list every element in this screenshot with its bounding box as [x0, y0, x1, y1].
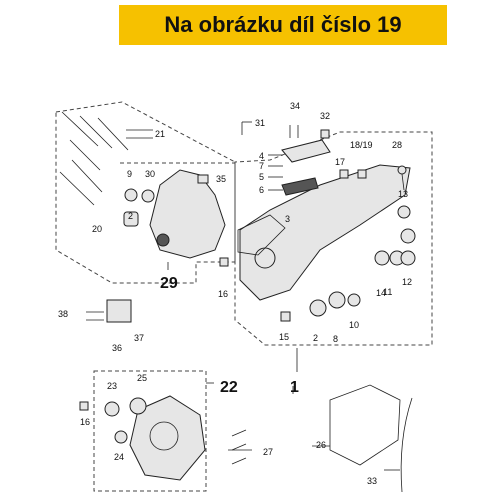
crankcase-bore	[254, 247, 276, 269]
callout-22: 22	[220, 379, 238, 396]
callout-9: 9	[127, 169, 132, 179]
leader-lines	[167, 121, 400, 471]
callout-16-cover: 16	[80, 417, 90, 427]
pin-17	[339, 169, 349, 179]
callout-3: 3	[285, 214, 290, 224]
intake-cover-4	[281, 139, 331, 163]
callout-23: 23	[107, 381, 117, 391]
callout-15: 15	[279, 332, 289, 342]
callout-18-19: 18/19	[350, 140, 373, 150]
callout-11: 11	[383, 287, 392, 297]
callout-17: 17	[335, 157, 345, 167]
reed-block-6	[281, 177, 319, 196]
gasket-3	[237, 214, 286, 256]
gasket-26	[329, 384, 401, 466]
bearing-30	[141, 189, 155, 203]
bearing-8	[328, 291, 346, 309]
callout-30: 30	[145, 169, 155, 179]
main-crankcase	[239, 164, 411, 301]
pin-16-cover	[79, 401, 89, 411]
callout-34: 34	[290, 101, 300, 111]
callout-20: 20	[92, 224, 102, 234]
seal-13	[397, 205, 411, 219]
bearing-9	[124, 188, 138, 202]
callout-21: 21	[155, 129, 165, 139]
left-crankcase-half	[149, 169, 226, 259]
callout-5: 5	[259, 172, 264, 182]
pin-16-main	[219, 257, 229, 267]
bearing-2-left	[123, 211, 139, 227]
callout-31: 31	[255, 118, 265, 128]
callout-2-right: 2	[313, 333, 318, 343]
group-outline-crankcase-main	[234, 131, 433, 346]
group-outline-cover	[93, 370, 207, 492]
callout-33: 33	[367, 476, 377, 486]
bearing-25	[129, 397, 147, 415]
callout-25: 25	[137, 373, 147, 383]
callout-38: 38	[58, 309, 68, 319]
callout-1: 1	[290, 379, 299, 396]
bolt-28-head	[397, 165, 407, 175]
callout-37: 37	[134, 333, 144, 343]
crank-seal-left	[156, 233, 170, 247]
callout-26: 26	[316, 440, 326, 450]
callout-6: 6	[259, 185, 264, 195]
banner-text: Na obrázku díl číslo 19	[164, 12, 402, 37]
pin-18-19	[357, 169, 367, 179]
seal-10	[347, 293, 361, 307]
callout-14: 14	[376, 288, 386, 298]
callout-16-main: 16	[218, 289, 228, 299]
callout-2-left: 2	[128, 211, 133, 221]
fitting-32	[320, 129, 330, 139]
callout-13: 13	[398, 189, 408, 199]
cover-37	[106, 299, 132, 323]
bushing-15	[280, 311, 291, 322]
callout-10a: 10	[349, 320, 359, 330]
dipstick-33	[400, 397, 413, 493]
bearing-12	[400, 250, 416, 266]
callout-4: 4	[259, 151, 264, 161]
callout-24: 24	[114, 452, 124, 462]
bearing-2-right	[309, 299, 327, 317]
callout-32: 32	[320, 111, 330, 121]
long-bolts-group	[59, 111, 129, 206]
callout-8: 8	[333, 334, 338, 344]
bearing-23	[104, 401, 120, 417]
callout-35: 35	[216, 174, 226, 184]
dowel-35	[197, 174, 209, 184]
bearing-10	[400, 228, 416, 244]
callout-7: 7	[259, 161, 264, 171]
callout-29: 29	[160, 275, 178, 292]
part-number-banner: Na obrázku díl číslo 19	[119, 5, 447, 45]
cover-bearing-ring	[149, 421, 179, 451]
clutch-cover	[129, 395, 206, 481]
bearing-14	[374, 250, 390, 266]
seal-24	[114, 430, 128, 444]
callout-27: 27	[263, 447, 273, 457]
callout-12: 12	[402, 277, 412, 287]
callout-36: 36	[112, 343, 122, 353]
callout-28: 28	[392, 140, 402, 150]
